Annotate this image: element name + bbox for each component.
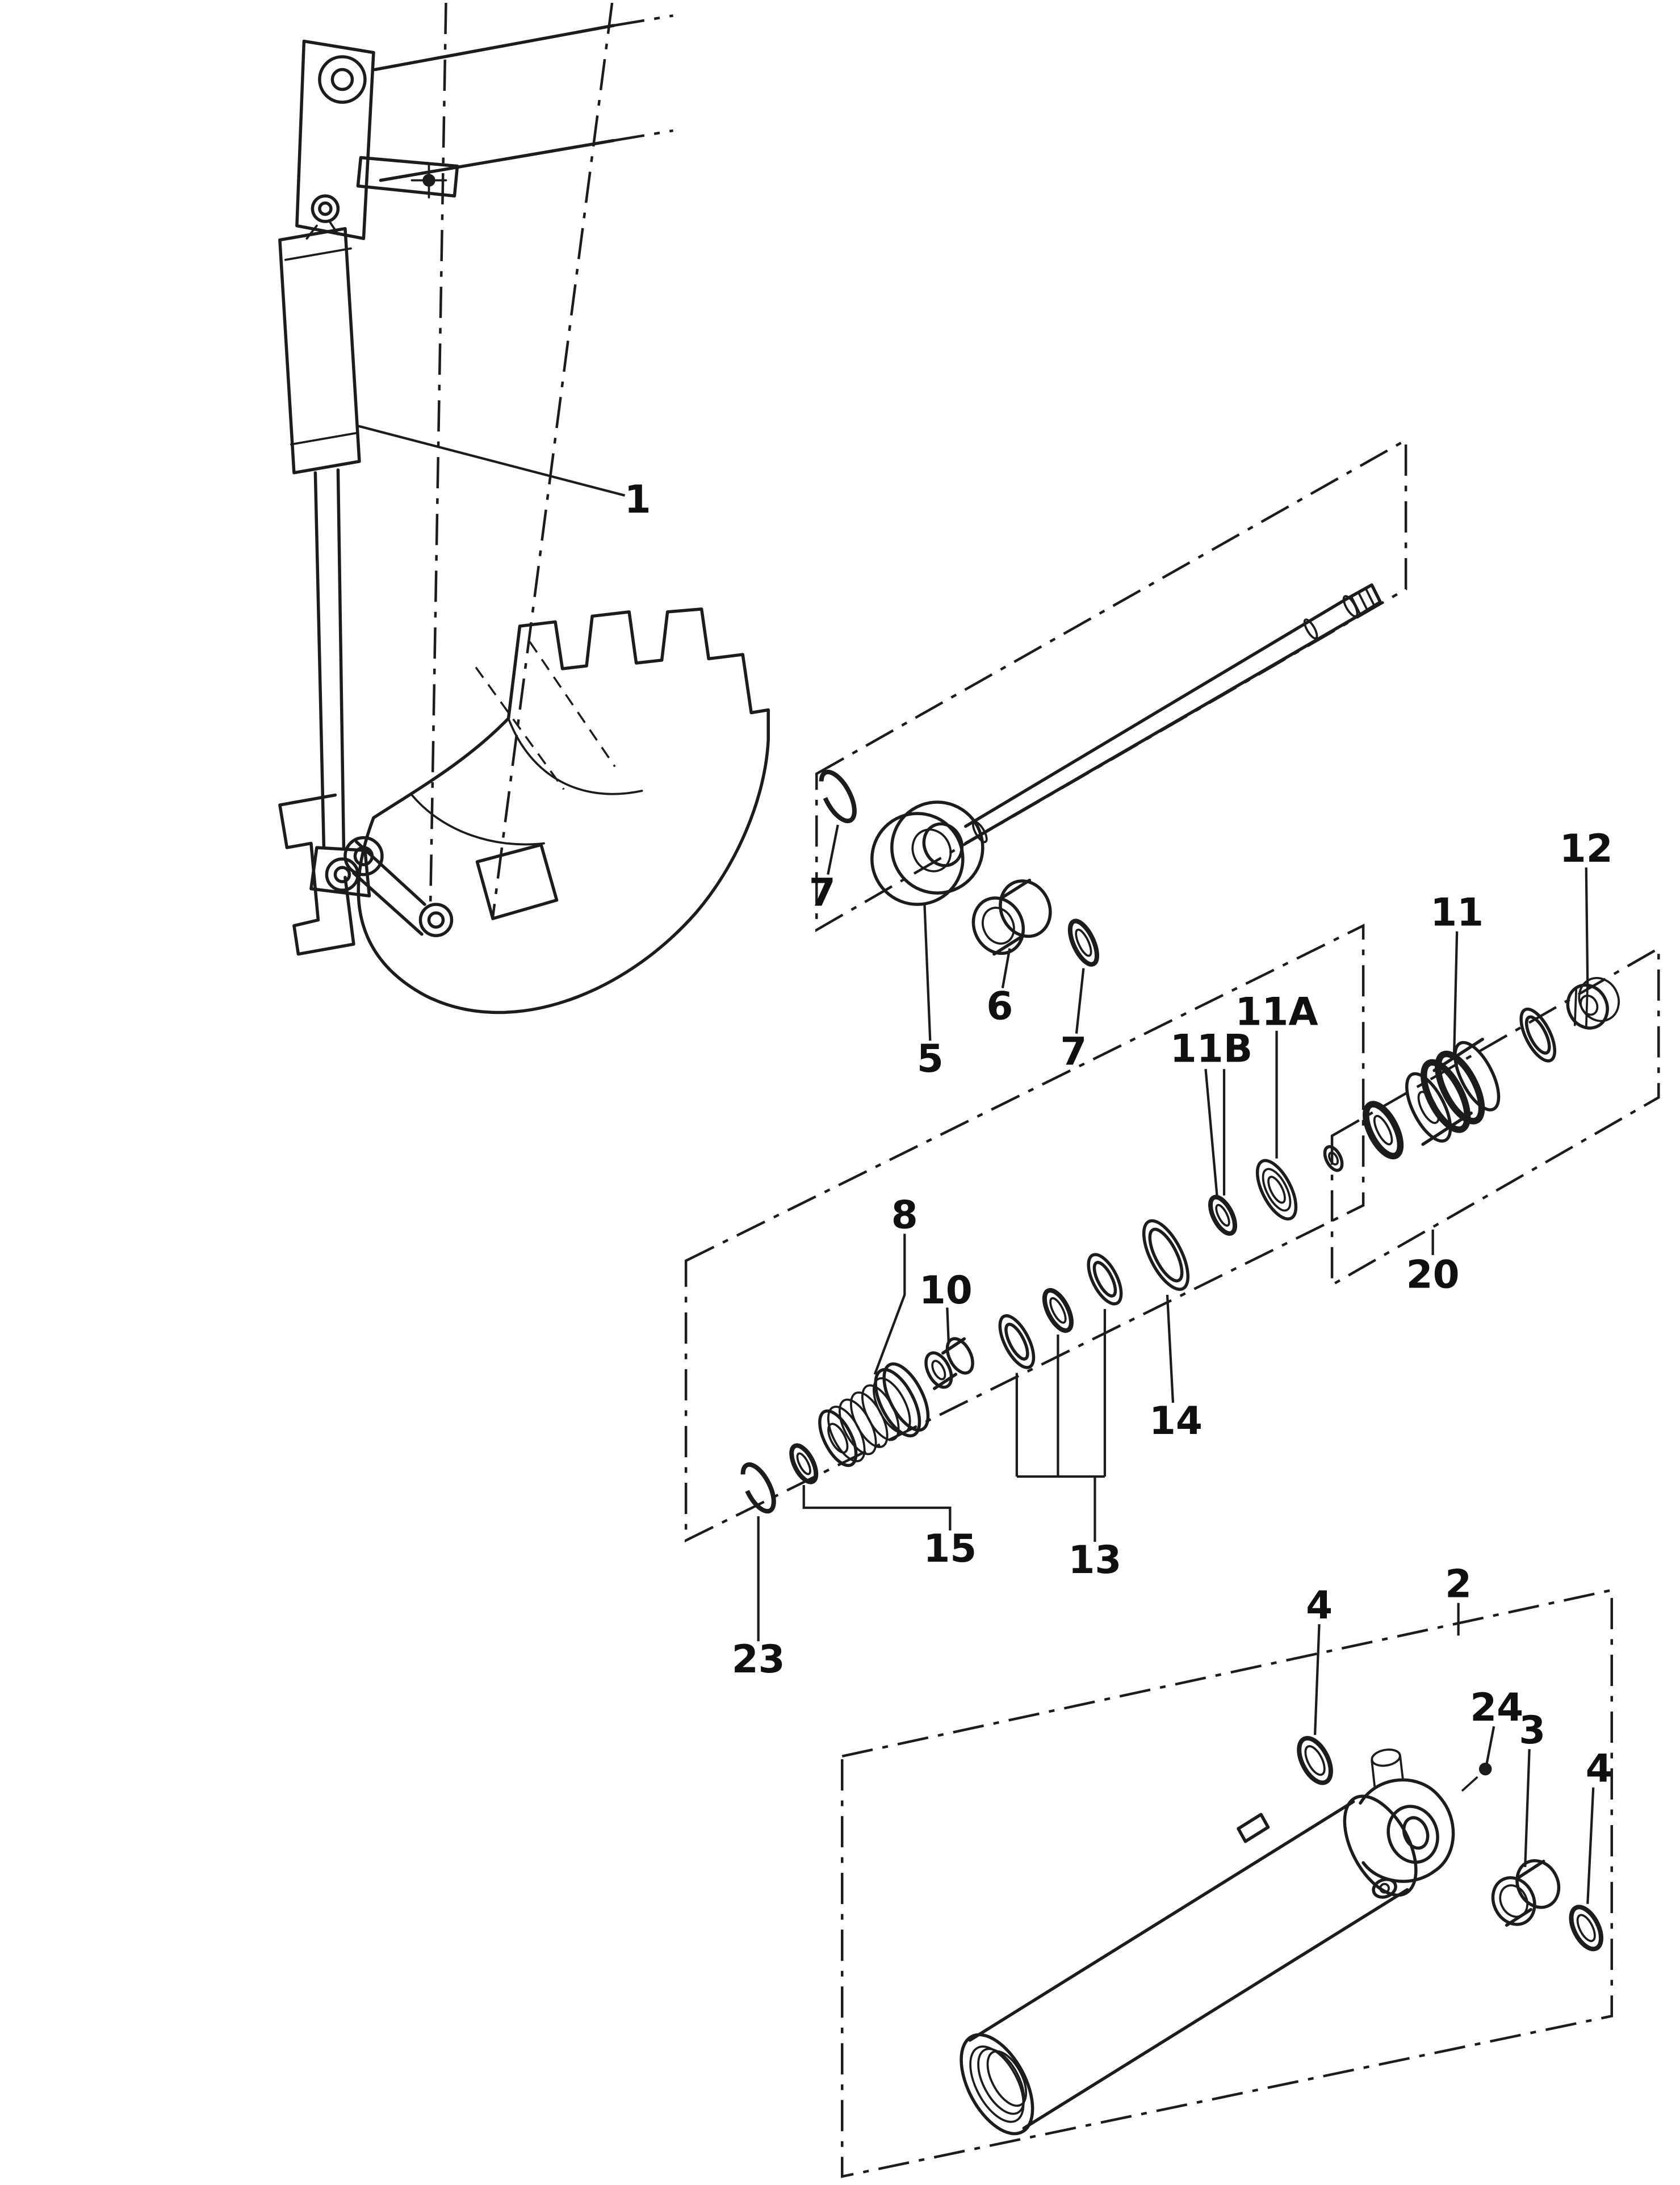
leader-3 [1524,1749,1531,1867]
bushing-3 [1491,1859,1561,1927]
snap-ring-23 [740,1462,776,1514]
o-ring-14 [1142,1219,1190,1291]
leader-11 [1453,931,1459,1054]
callout-24: 24 [1470,1685,1523,1730]
bushing-6 [971,878,1052,956]
callout-14: 14 [1149,1398,1203,1443]
frame-gland-seal-group [684,924,1365,1543]
cylinder-tube-assembly [960,1748,1492,2136]
callout-12: 12 [1560,826,1613,871]
excavator-arm-sketch [295,2,674,917]
leader-4-left [1313,1624,1321,1735]
bushing-10 [924,1337,974,1390]
callout-20: 20 [1406,1252,1460,1297]
leader-1 [357,425,626,497]
leader-6 [1001,948,1011,989]
leader-12 [1585,867,1589,985]
grease-fitting-24 [1478,1762,1492,1776]
group-frames [684,438,1660,2178]
callout-7-left: 7 [809,870,836,915]
gland-8 [818,1362,930,1467]
seal-ring-7-right [1067,919,1099,967]
callout-4-right: 4 [1586,1746,1612,1791]
frame-piston-rod-group [815,438,1407,933]
leader-7-left [827,824,839,875]
frame-cylinder-tube-group [841,1588,1614,2178]
rod-eye [870,800,984,906]
bracket-13 [1015,1309,1107,1542]
callout-11: 11 [1430,890,1484,935]
callout-2: 2 [1445,1562,1472,1607]
piston-rod-assembly [870,583,1382,906]
callout-10: 10 [919,1268,973,1312]
bucket-sketch [278,607,770,1014]
callout-13: 13 [1068,1537,1121,1582]
callout-15: 15 [923,1526,977,1571]
o-ring-13c [1087,1253,1123,1306]
clevis-head [1359,1748,1492,1899]
leader-14 [1166,1294,1175,1403]
callout-1: 1 [625,477,651,522]
callout-5: 5 [917,1036,944,1081]
nut-12 [1566,977,1620,1030]
piston-11 [1405,1037,1501,1146]
callout-6: 6 [986,984,1013,1029]
backup-ring-13b [1042,1287,1074,1333]
buffer-ring-15 [789,1443,819,1484]
cushion-ring [1519,1007,1557,1063]
bucket-cylinder-in-situ [278,220,371,898]
callout-8: 8 [891,1192,918,1237]
frame-seal-kit-20 [1330,946,1660,1287]
leader-11B-a [1204,1069,1218,1196]
o-ring-13a [998,1314,1036,1369]
leader-lines [357,425,1595,1904]
callout-3: 3 [1519,1708,1545,1752]
callout-11B: 11B [1170,1026,1252,1071]
leader-24 [1485,1726,1495,1764]
snap-ring-7-left [819,769,857,824]
leader-7-right [1075,968,1085,1034]
callout-7-right: 7 [1060,1029,1087,1074]
spacer-small [1323,1145,1344,1172]
leader-8 [873,1234,906,1375]
seal-11A [1255,1159,1298,1221]
ring-4-right [1569,1905,1604,1952]
ring-11B [1208,1194,1238,1236]
callout-23: 23 [732,1637,785,1681]
bracket-15 [802,1485,952,1531]
callout-4-left: 4 [1306,1583,1333,1628]
callout-11A: 11A [1235,989,1318,1034]
leader-4-right [1586,1787,1595,1904]
callouts: 1 7 5 6 7 11B 11A 11 12 8 10 20 14 15 13… [625,477,1613,1791]
leader-10 [946,1307,950,1344]
ring-4-left [1297,1735,1333,1785]
leader-5 [923,903,932,1041]
piston-seal-ring [1363,1101,1404,1160]
